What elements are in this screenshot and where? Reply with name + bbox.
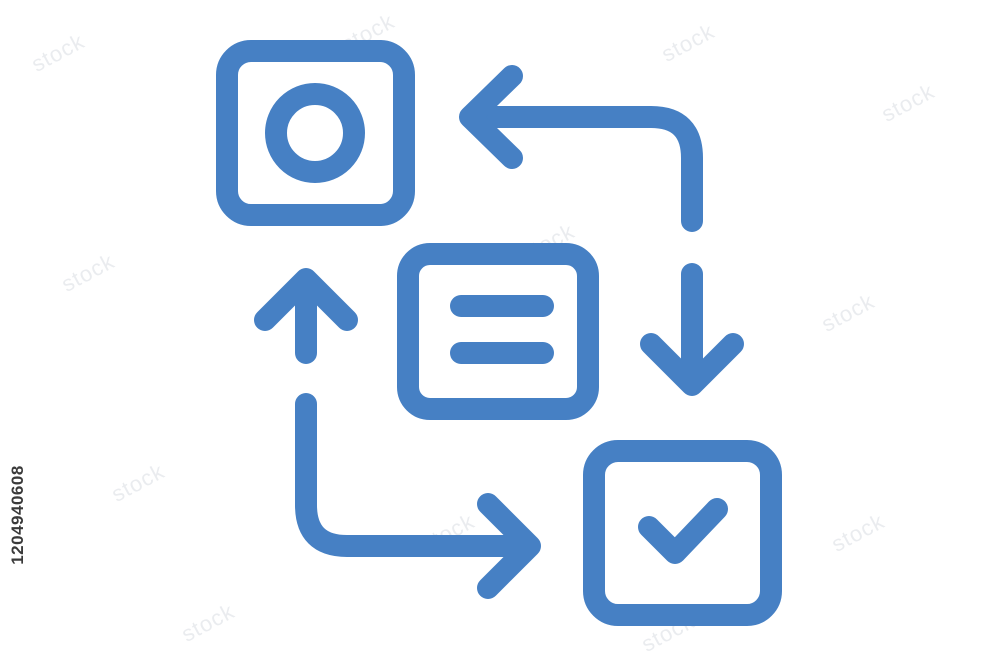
stock-id-label: 1204940608 [6, 395, 30, 635]
start-node-icon [216, 40, 415, 226]
arrow-down-icon [640, 263, 744, 396]
done-node-icon [583, 440, 782, 626]
arrow-right-icon [295, 393, 541, 599]
arrow-up-icon [254, 268, 358, 364]
stock-id-text: 1204940608 [8, 465, 28, 565]
checkmark-icon [638, 498, 728, 564]
circle-icon [265, 83, 365, 183]
done-node-box [583, 440, 782, 626]
process-node-box [397, 243, 599, 420]
arrow-left-icon [459, 65, 703, 232]
process-node-icon [397, 243, 599, 420]
start-node-box [216, 40, 415, 226]
